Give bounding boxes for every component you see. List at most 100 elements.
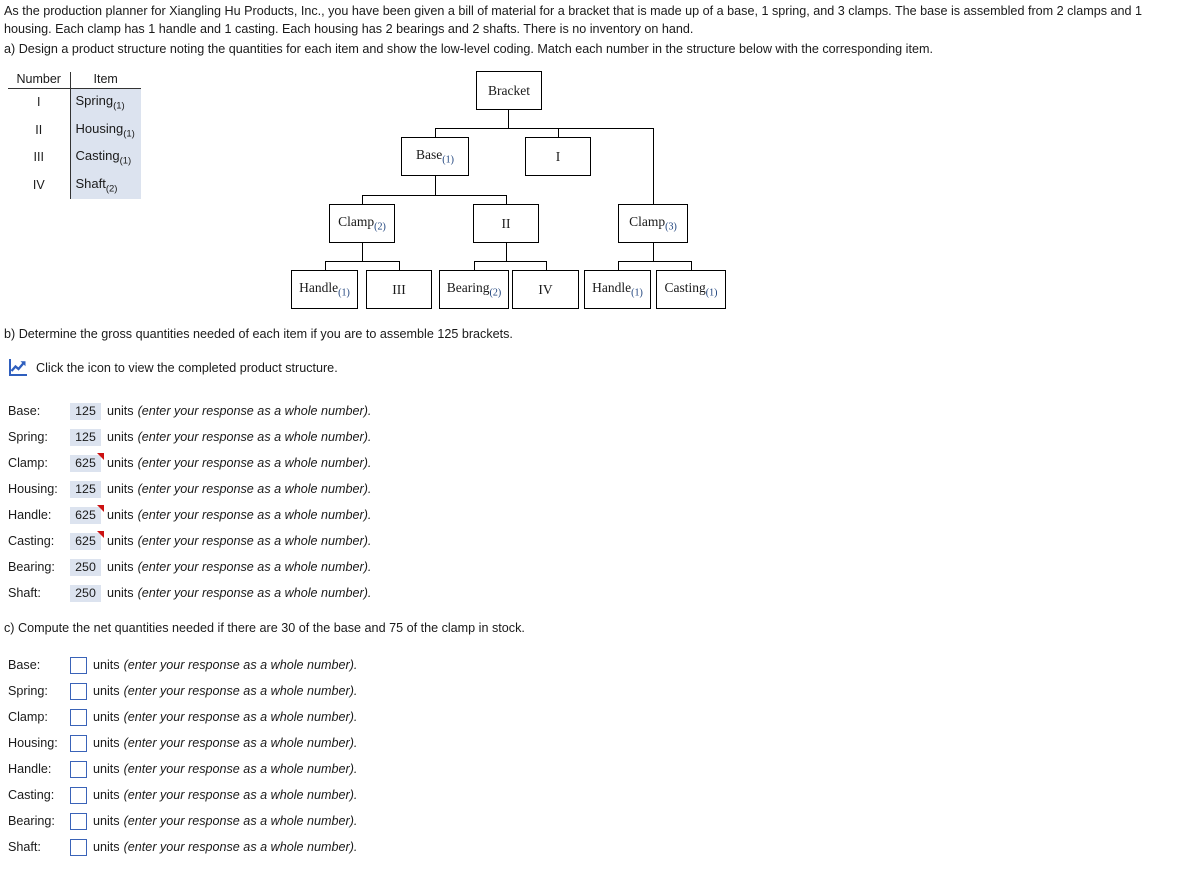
tree-line bbox=[508, 110, 509, 128]
answer-row: Bearing: 250 units(enter your response as … bbox=[8, 554, 371, 580]
legend-item-qty: (1) bbox=[119, 155, 132, 167]
answer-row: Housing:units(enter your response as a w… bbox=[8, 730, 357, 756]
tree-line bbox=[325, 261, 326, 270]
line-chart-icon[interactable] bbox=[8, 358, 28, 377]
units-label: units bbox=[107, 508, 134, 522]
tree-node-label: IV bbox=[538, 281, 553, 297]
answer-input-handle[interactable]: 625 bbox=[70, 504, 104, 524]
units-label: units bbox=[93, 840, 120, 854]
part-a-question: a) Design a product structure noting the… bbox=[4, 42, 933, 56]
tree-line bbox=[474, 261, 475, 270]
answer-row: Bearing: units(enter your response as a w… bbox=[8, 808, 357, 834]
answer-input-handle[interactable] bbox=[70, 760, 87, 778]
tree-node-label: Clamp(3) bbox=[629, 214, 677, 233]
response-hint: (enter your response as a whole number). bbox=[123, 788, 358, 802]
tree-line bbox=[546, 261, 547, 270]
answer-input-casting[interactable] bbox=[70, 786, 87, 804]
units-label: units bbox=[93, 762, 120, 776]
response-hint: (enter your response as a whole number). bbox=[123, 710, 358, 724]
answer-label: Casting: bbox=[8, 788, 55, 802]
answer-input-bearing[interactable]: 250 bbox=[70, 558, 101, 576]
units-label: units bbox=[107, 586, 134, 600]
answer-input-clamp[interactable]: 625 bbox=[70, 452, 104, 472]
answer-input-base[interactable] bbox=[70, 656, 87, 674]
response-hint: (enter your response as a whole number). bbox=[137, 430, 372, 444]
tree-node-num4: IV bbox=[512, 270, 579, 309]
answer-label: Bearing: bbox=[8, 560, 55, 574]
tree-line bbox=[435, 128, 436, 137]
tree-node-label: Handle(1) bbox=[592, 280, 643, 299]
tree-node-label: Bearing(2) bbox=[446, 280, 502, 299]
answer-input-bearing[interactable] bbox=[70, 812, 87, 830]
legend-number: III bbox=[33, 150, 44, 165]
answer-input-casting[interactable]: 625 bbox=[70, 530, 104, 550]
tree-node-qty: (1) bbox=[705, 287, 718, 299]
tree-node-qty: (1) bbox=[338, 287, 350, 299]
answer-input-spring[interactable]: 125 bbox=[70, 428, 101, 446]
legend-number: IV bbox=[32, 178, 45, 193]
answer-label: Clamp: bbox=[8, 710, 48, 724]
answer-input-shaft[interactable]: 250 bbox=[70, 584, 101, 602]
answer-input-shaft[interactable] bbox=[70, 838, 87, 856]
tree-line bbox=[399, 261, 400, 270]
answer-label: Bearing: bbox=[8, 814, 55, 828]
units-label: units bbox=[93, 684, 120, 698]
answer-input-base[interactable]: 125 bbox=[70, 402, 101, 420]
units-label: units bbox=[93, 710, 120, 724]
answer-input-housing[interactable] bbox=[70, 734, 87, 752]
response-hint: (enter your response as a whole number). bbox=[137, 456, 372, 470]
part-b-question: b) Determine the gross quantities needed… bbox=[4, 327, 513, 341]
tree-node-qty: (2) bbox=[489, 287, 502, 299]
legend-number: II bbox=[35, 122, 43, 137]
answer-label: Casting: bbox=[8, 534, 55, 548]
tree-node-num2: II bbox=[473, 204, 539, 243]
tree-node-label: I bbox=[555, 148, 561, 164]
answer-label: Base: bbox=[8, 658, 41, 672]
tree-node-base: Base(1) bbox=[401, 137, 469, 176]
product-structure-icon-line[interactable]: Click the icon to view the completed pro… bbox=[8, 358, 338, 377]
answer-row: Casting:units(enter your response as a w… bbox=[8, 782, 357, 808]
units-label: units bbox=[107, 482, 134, 496]
answer-input-housing[interactable]: 125 bbox=[70, 480, 101, 498]
table-row: IV Shaft(2) bbox=[8, 171, 141, 200]
tree-node-qty: (2) bbox=[374, 221, 386, 233]
problem-intro: As the production planner for Xiangling … bbox=[4, 4, 1143, 36]
legend-item-qty: (2) bbox=[105, 183, 118, 195]
response-hint: (enter your response as a whole number). bbox=[137, 482, 372, 496]
answer-label: Shaft: bbox=[8, 586, 41, 600]
answer-input-clamp[interactable] bbox=[70, 708, 87, 726]
answer-row: Handle:units(enter your response as a wh… bbox=[8, 756, 357, 782]
legend-item: Housing(1) bbox=[69, 116, 141, 145]
tree-node-label: Casting(1) bbox=[664, 280, 718, 299]
legend-item: Spring(1) bbox=[69, 88, 141, 117]
units-label: units bbox=[107, 404, 134, 418]
answer-label: Clamp: bbox=[8, 456, 48, 470]
legend-item: Casting(1) bbox=[69, 144, 141, 172]
response-hint: (enter your response as a whole number). bbox=[137, 404, 372, 418]
tree-node-bearing: Bearing(2) bbox=[439, 270, 509, 309]
response-hint: (enter your response as a whole number). bbox=[123, 814, 358, 828]
units-label: units bbox=[93, 814, 120, 828]
response-hint: (enter your response as a whole number). bbox=[137, 560, 372, 574]
tree-line bbox=[362, 195, 363, 204]
table-row: III Casting(1) bbox=[8, 144, 141, 172]
units-label: units bbox=[107, 430, 134, 444]
answer-row: Clamp: units(enter your response as a who… bbox=[8, 704, 357, 730]
tree-node-clamp2: Clamp(2) bbox=[329, 204, 395, 243]
tree-node-qty: (1) bbox=[442, 154, 454, 166]
answer-row: Spring:units(enter your response as a wh… bbox=[8, 678, 357, 704]
answer-row: Shaft:units(enter your response as a who… bbox=[8, 834, 357, 860]
answer-input-spring[interactable] bbox=[70, 682, 87, 700]
legend-item: Shaft(2) bbox=[69, 171, 141, 200]
table-row: II Housing(1) bbox=[8, 116, 141, 145]
column-header-number: Number bbox=[8, 72, 70, 89]
units-label: units bbox=[107, 560, 134, 574]
tree-line bbox=[474, 261, 546, 262]
